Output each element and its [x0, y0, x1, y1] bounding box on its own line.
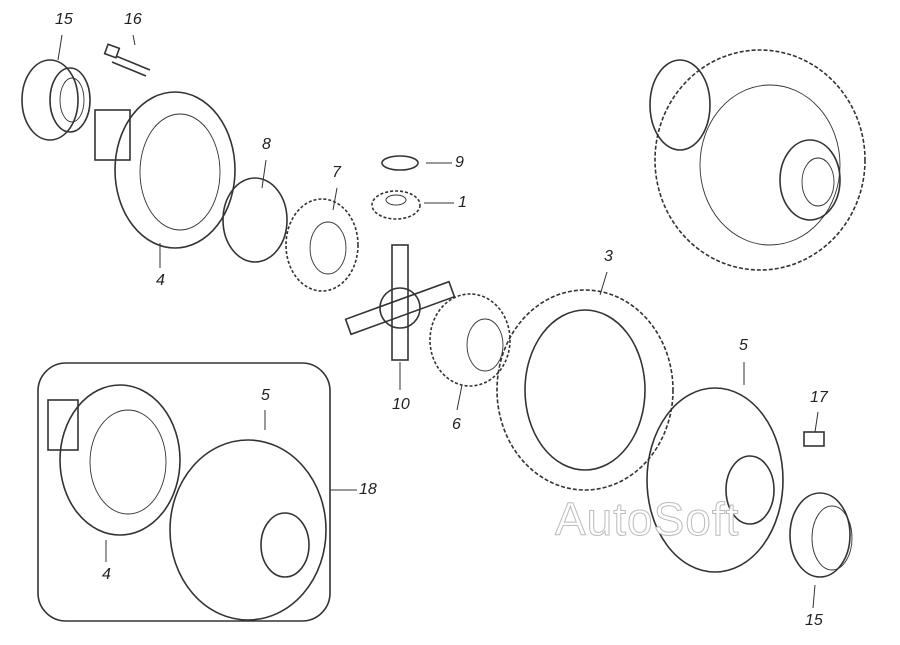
callout-18: 18: [359, 481, 377, 498]
spider-10: [344, 244, 456, 361]
thrust-washer-8: [222, 177, 288, 263]
callout-15: 15: [55, 11, 73, 28]
callout-7: 7: [332, 164, 341, 181]
kit-housing-4: [47, 384, 181, 536]
washer-9: [381, 155, 419, 171]
pinion-1: [371, 190, 421, 220]
watermark: AutoSoft: [554, 493, 740, 546]
bearing-15-bottom: [789, 492, 853, 578]
callout-3: 3: [604, 248, 613, 265]
housing-4-top: [94, 91, 236, 249]
callout-8: 8: [262, 136, 271, 153]
callout-1: 1: [458, 194, 467, 211]
callout-15-bottom: 15: [805, 612, 823, 629]
kit-housing-5: [169, 439, 327, 621]
ring-gear-3: [496, 289, 674, 491]
bolt-16: [103, 43, 151, 77]
callout-5: 5: [739, 337, 748, 354]
bolt-17: [803, 431, 825, 447]
callout-17: 17: [810, 389, 828, 406]
callout-9: 9: [455, 154, 464, 171]
housing-5-right: [646, 387, 784, 573]
callout-5-kit: 5: [261, 387, 270, 404]
callout-16: 16: [124, 11, 142, 28]
bearing-15-top: [21, 59, 91, 141]
side-gear-7: [285, 198, 359, 292]
callout-10: 10: [392, 396, 410, 413]
assembled-differential: [649, 49, 866, 271]
callout-6: 6: [452, 416, 461, 433]
kit-frame: [37, 362, 331, 622]
callout-4: 4: [156, 272, 165, 289]
leader-lines: [57, 34, 819, 609]
callout-4-kit: 4: [102, 566, 111, 583]
side-gear-6: [429, 293, 511, 387]
